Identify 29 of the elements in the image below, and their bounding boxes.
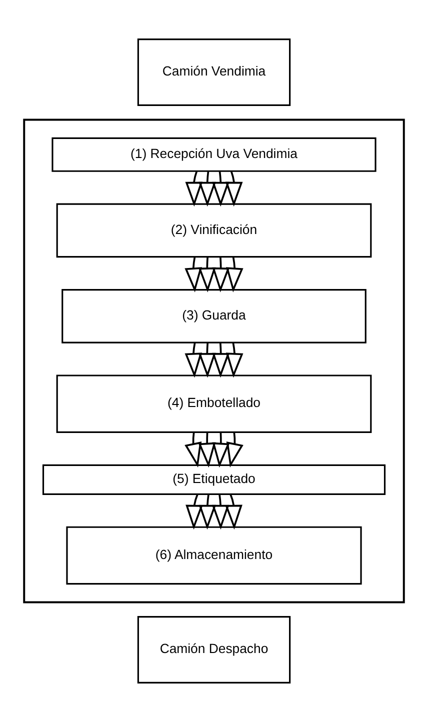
arrow (184, 342, 202, 378)
node-box: (3) Guarda (62, 288, 366, 343)
arrow (198, 432, 216, 468)
arrow (212, 256, 230, 292)
node-box: Camión Despacho (137, 616, 291, 684)
arrow (186, 494, 203, 530)
arrow (184, 256, 202, 292)
node-box: (1) Recepción Uva Vendimia (52, 136, 376, 172)
arrow (212, 342, 230, 378)
arrow (226, 342, 244, 378)
arrow (185, 170, 203, 206)
arrow (212, 432, 230, 468)
arrow (198, 170, 216, 206)
node-box: (2) Vinificación (56, 202, 372, 258)
arrow (225, 494, 242, 530)
node-box: Camión Vendimia (137, 38, 291, 106)
node-box: (6) Almacenamiento (66, 526, 362, 584)
cluster (23, 118, 405, 603)
arrow (212, 170, 230, 206)
arrow (226, 432, 244, 468)
arrow (184, 432, 202, 468)
arrow (212, 494, 230, 530)
arrow (198, 256, 216, 292)
arrow (226, 256, 244, 292)
arrow (198, 494, 216, 530)
arrow (198, 342, 216, 378)
node-box: (5) Etiquetado (42, 464, 386, 494)
arrow (225, 170, 243, 206)
node-box: (4) Embotellado (56, 374, 372, 432)
